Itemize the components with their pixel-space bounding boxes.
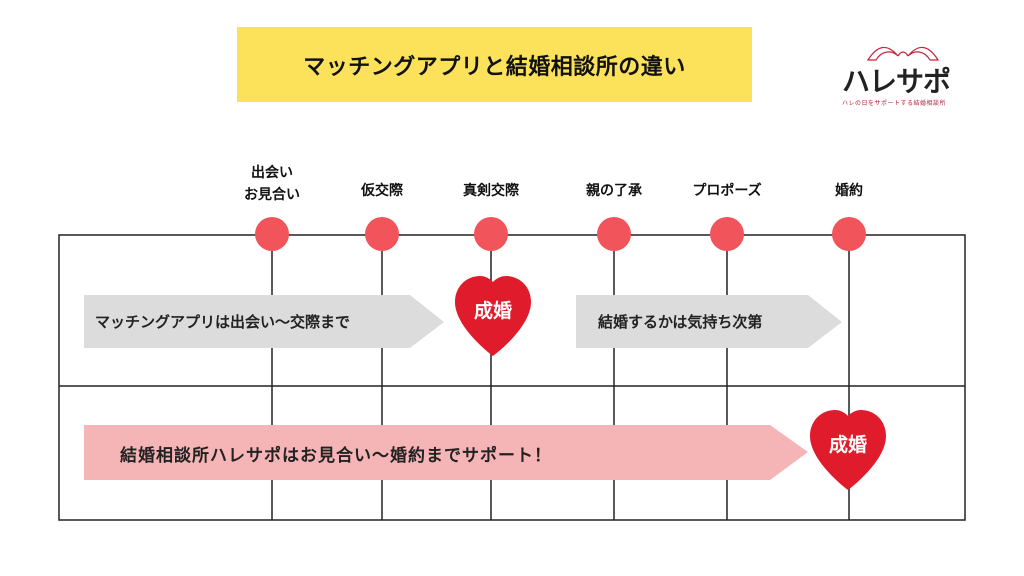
stage-label-parents: 親の了承 — [586, 183, 642, 199]
marriage-label: 成婚 — [828, 434, 867, 456]
stage-label-meet: 出会い お見合い — [217, 162, 327, 206]
heart-icon — [455, 276, 531, 356]
marriage-label: 成婚 — [473, 300, 512, 322]
stage-label-meet-line1: 出会い — [251, 165, 293, 181]
stage-dot-parents — [597, 217, 631, 251]
stage-dot-provisional — [365, 217, 399, 251]
logo-tagline: ハレの日をサポートする結婚相談所 — [842, 100, 947, 107]
stage-label-provisional: 仮交際 — [361, 183, 403, 199]
arrow-matching-label: マッチングアプリは出会い～交際まで — [95, 313, 351, 331]
stage-dot-serious — [474, 217, 508, 251]
stage-dot-meet — [255, 217, 289, 251]
stage-label-meet-line2: お見合い — [244, 187, 300, 203]
stage-label-engagement: 婚約 — [835, 183, 863, 199]
logo-name: ハレサポ — [842, 65, 951, 98]
timeline-frame — [58, 234, 966, 521]
arrow-harasapo-label: 結婚相談所ハレサポはお見合い～婚約までサポート！ — [120, 446, 552, 466]
arrow-harasapo — [84, 425, 808, 480]
wing-icon — [866, 46, 940, 61]
heart-icon — [810, 410, 886, 490]
stage-label-proposal: プロポーズ — [692, 183, 762, 199]
arrow-feeling-label: 結婚するかは気持ち次第 — [598, 313, 763, 331]
logo: ハレサポ ハレの日をサポートする結婚相談所 — [838, 42, 968, 112]
stage-label-serious: 真剣交際 — [463, 183, 519, 199]
arrow-feeling — [576, 295, 842, 348]
stage-dot-engagement — [832, 217, 866, 251]
stage-dot-proposal — [710, 217, 744, 251]
arrow-matching — [84, 295, 444, 348]
page-title: マッチングアプリと結婚相談所の違い — [237, 27, 752, 102]
